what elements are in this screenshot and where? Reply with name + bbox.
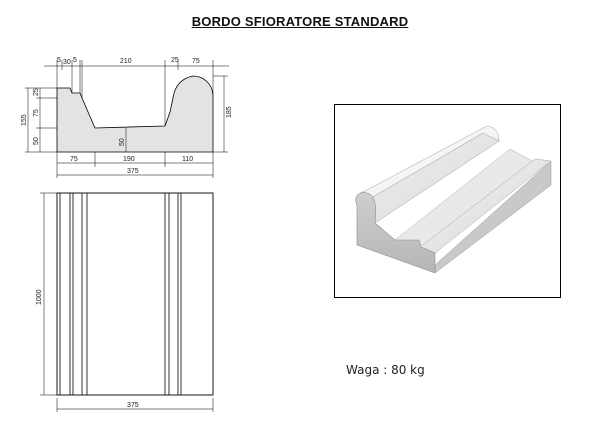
- dim-bottom-110: 110: [182, 156, 193, 163]
- weight-label: Waga : 80 kg: [346, 363, 425, 377]
- product-3d-render: [355, 126, 552, 274]
- dim-left-50: 50: [33, 137, 40, 145]
- dim-top-5b: 5: [73, 57, 77, 64]
- dim-center-50: 50: [119, 138, 126, 146]
- plan-view: 1000 375: [36, 192, 214, 412]
- dim-plan-1000: 1000: [36, 289, 43, 305]
- dim-top-30: 30: [63, 59, 71, 66]
- product-render-frame: [334, 104, 561, 298]
- drawing-title: BORDO SFIORATORE STANDARD: [191, 14, 409, 29]
- dim-top-5a: 5: [57, 57, 61, 64]
- dim-left-155: 155: [21, 114, 28, 126]
- plan-outline: [56, 192, 214, 396]
- dim-left-25: 25: [33, 88, 40, 96]
- dim-top-25: 25: [171, 57, 179, 64]
- dim-bottom-75: 75: [70, 156, 78, 163]
- dim-bottom-190: 190: [123, 156, 135, 163]
- dim-plan-375: 375: [127, 402, 139, 409]
- profile-shape: [56, 75, 214, 153]
- dim-right-185: 185: [226, 106, 233, 118]
- dim-bottom-375: 375: [127, 168, 139, 175]
- dim-top-75: 75: [192, 58, 200, 65]
- dim-top-210: 210: [120, 58, 132, 65]
- dim-left-75: 75: [33, 109, 40, 117]
- cross-section-view: 5 30 5 210 25 75 25 75 155 50 50 185: [21, 57, 233, 178]
